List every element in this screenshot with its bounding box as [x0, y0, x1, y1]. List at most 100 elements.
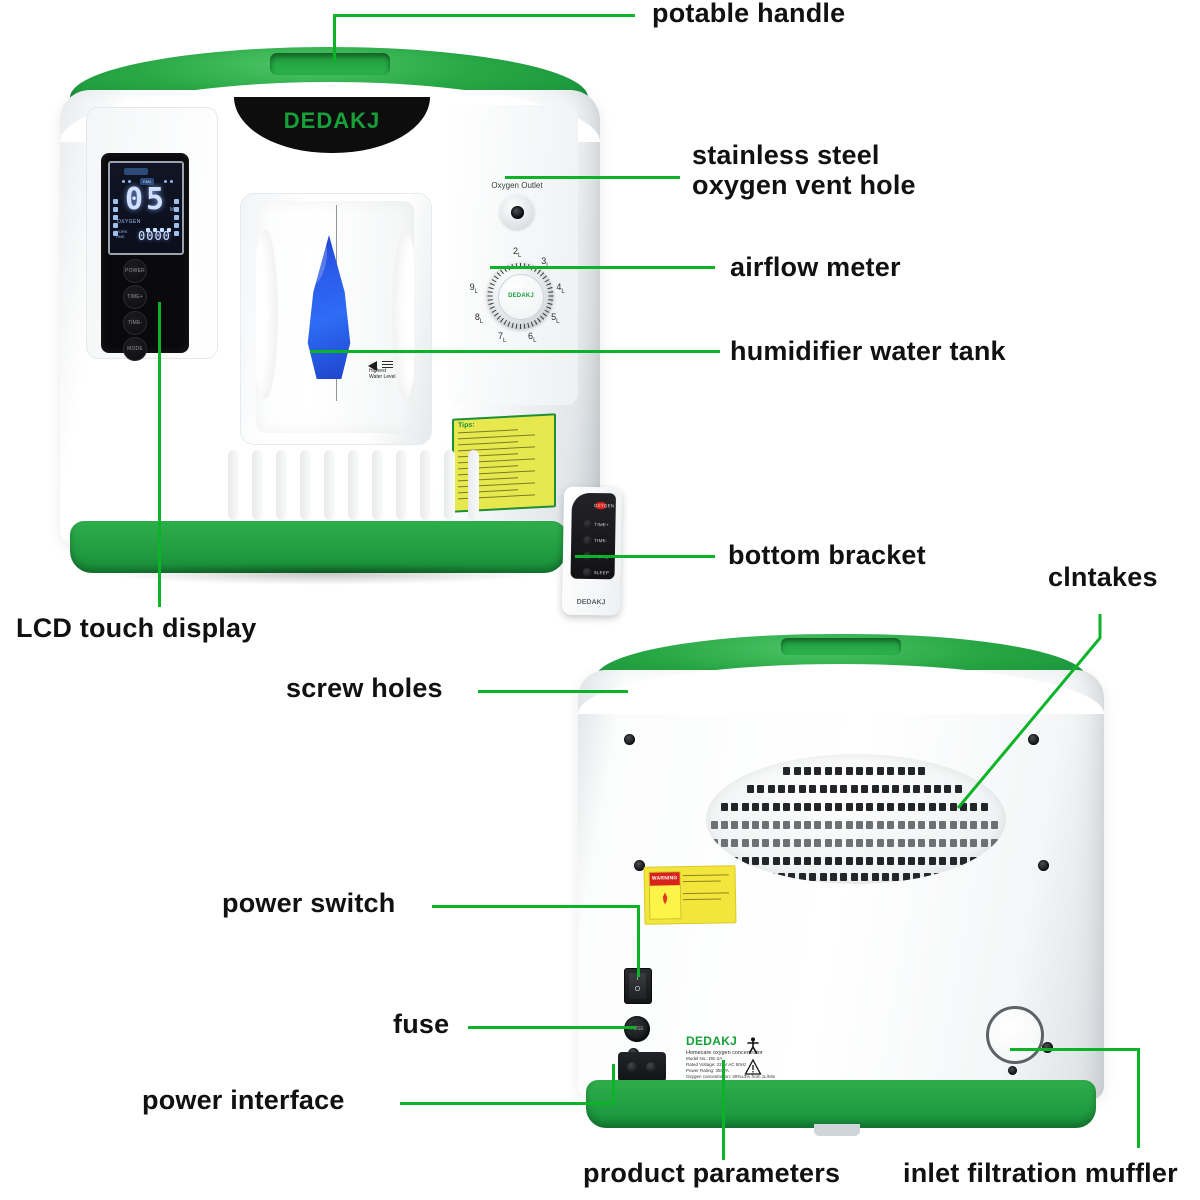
callout-line-screw-holes [478, 690, 628, 693]
remote-button-pad: OXYGEN TIME+ TIME- MODE SLEEP [570, 492, 617, 580]
airflow-mark-2l: 2L [513, 246, 522, 259]
screw-hole-right-mid [1038, 860, 1049, 871]
screw-hole-bottom-right [1042, 1042, 1053, 1053]
label-airflow-meter: airflow meter [730, 252, 901, 282]
tips-text-line [458, 434, 535, 440]
lcd-mode-pill: FAN [140, 178, 154, 185]
front-rib [228, 450, 239, 520]
caution-triangle-icon [744, 1058, 762, 1076]
front-rib [300, 450, 311, 520]
warning-heading: WARNING [649, 872, 680, 886]
callout-line-muffler-h [1010, 1048, 1140, 1051]
fuse-label: FUSE [629, 1021, 645, 1037]
screw-hole-top-left [624, 734, 635, 745]
front-rib [420, 450, 431, 520]
spec-line: Model No.: DE-2A [686, 1056, 723, 1061]
lcd-timer-value: 0000 [138, 229, 171, 243]
front-rib [348, 450, 359, 520]
lcd-level-bars [146, 219, 174, 237]
grille-row [706, 834, 1006, 847]
lcd-oxygen-label: OXYGEN [117, 219, 141, 225]
callout-line-vent-hole [505, 176, 680, 179]
type-bf-applied-part-icon [744, 1036, 762, 1054]
label-humidifier-water-tank: humidifier water tank [730, 336, 1006, 366]
remote-time-down-label: TIME- [594, 538, 608, 544]
remote-time-up-button[interactable] [583, 519, 593, 530]
remote-time-down-button[interactable] [583, 535, 593, 546]
level-lines-icon [382, 361, 394, 370]
remote-control[interactable]: OXYGEN TIME+ TIME- MODE SLEEP DEDAKJ [561, 486, 623, 616]
label-potable-handle: potable handle [652, 0, 846, 28]
remote-time-up-label: TIME+ [594, 522, 609, 528]
mode-button[interactable]: MODE [123, 337, 147, 361]
label-power-switch: power switch [222, 888, 396, 918]
lcd-signal-icon [124, 168, 148, 175]
label-stainless-steel-oxygen-vent-hole: stainless steel oxygen vent hole [692, 140, 916, 201]
rear-base-notch [814, 1124, 860, 1136]
screw-hole-left-mid [634, 860, 645, 871]
warning-text-line [683, 898, 722, 901]
spec-line: Power Rating: 350VA [686, 1068, 729, 1073]
callout-line-power-switch-h [432, 905, 640, 908]
spec-line: Rated Voltage: 220V AC 50Hz [686, 1062, 747, 1067]
power-switch-off-symbol: O [634, 986, 641, 993]
label-bottom-bracket: bottom bracket [728, 540, 926, 570]
front-rib [468, 450, 479, 520]
front-rib [372, 450, 383, 520]
rear-bottom-bracket [586, 1080, 1096, 1128]
oxygen-vent-hole[interactable] [511, 206, 524, 219]
front-brand-text: DEDAKJ [283, 108, 381, 133]
tips-heading: Tips: [458, 421, 475, 430]
grille-row [706, 762, 1006, 775]
grille-row [706, 780, 1006, 793]
power-interface-socket[interactable] [618, 1052, 666, 1082]
callout-line-fuse [468, 1026, 636, 1029]
front-rib [324, 450, 335, 520]
airflow-mark-9l: 9L [469, 282, 479, 296]
power-switch-rocker[interactable]: I O [629, 973, 646, 999]
grille-row [706, 868, 1006, 881]
flame-icon [661, 892, 669, 904]
warning-text-line [682, 874, 729, 877]
front-rib [396, 450, 407, 520]
fuse-holder[interactable]: FUSE [624, 1016, 650, 1042]
inlet-filtration-muffler[interactable] [986, 1006, 1044, 1064]
label-clntakes: clntakes [1048, 562, 1158, 592]
label-product-parameters: product parameters [583, 1158, 841, 1188]
airflow-mark-5l: 5L [551, 312, 560, 325]
callout-line-power-interface-v [612, 1064, 615, 1102]
warning-text-line [682, 892, 729, 895]
callout-line-lcd-v [158, 302, 161, 607]
warning-icon-box: WARNING [648, 871, 682, 920]
time-down-button[interactable]: TIME- [123, 311, 147, 335]
tips-text-line [458, 441, 518, 446]
portable-handle[interactable] [270, 53, 390, 75]
airflow-meter-brand: DEDAKJ [508, 293, 534, 299]
callout-line-power-switch-v [637, 905, 640, 977]
callout-line-airflow-meter [490, 266, 715, 269]
grille-row [706, 852, 1006, 865]
grille-row [706, 816, 1006, 829]
remote-brand-text: DEDAKJ [576, 598, 606, 607]
remote-sleep-button[interactable] [582, 567, 592, 577]
rear-unit-illustration: WARNING I O FUSE DEDAKJ Homecare oxygen … [556, 628, 1136, 1153]
callout-line-power-interface-h [400, 1102, 615, 1105]
lcd-main-value: 05 [124, 182, 168, 217]
bottom-bracket [70, 521, 566, 573]
time-up-button[interactable]: TIME+ [123, 285, 147, 309]
tips-text-line [458, 429, 518, 434]
grille-row [706, 798, 1006, 811]
label-inlet-filtration-muffler: inlet filtration muffler [903, 1158, 1178, 1188]
oxygen-outlet-label: Oxygen Outlet [491, 181, 543, 190]
callout-line-potable-handle-v [333, 14, 336, 62]
oxygen-outlet-boss [500, 195, 534, 229]
callout-line-product-parameters [722, 1060, 725, 1160]
callout-line-bottom-bracket [575, 555, 715, 558]
rear-portable-handle[interactable] [781, 638, 901, 655]
power-button[interactable]: POWER [123, 259, 147, 283]
